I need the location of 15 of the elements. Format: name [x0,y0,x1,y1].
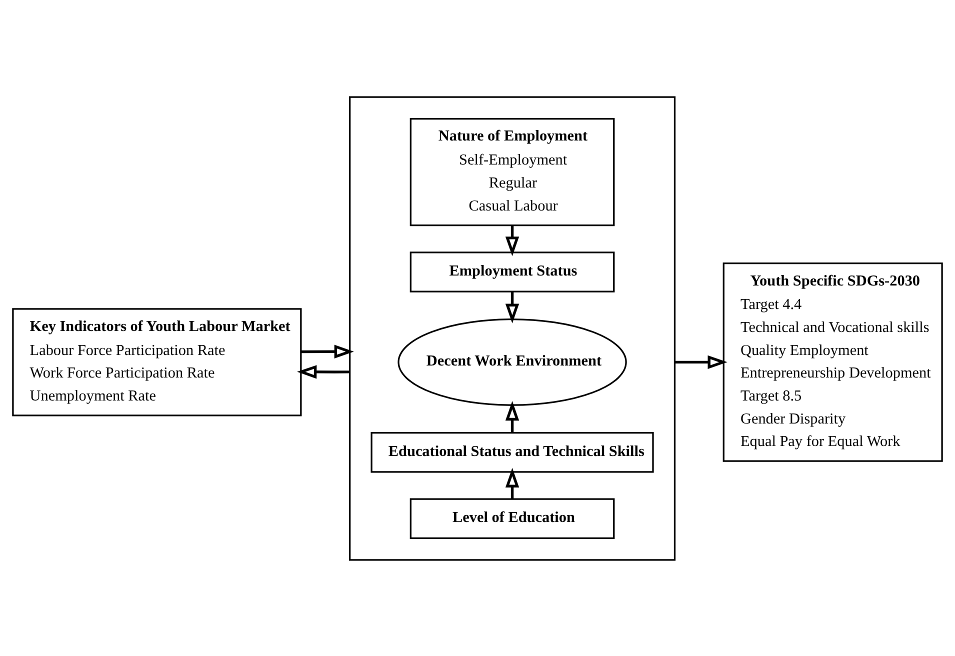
arrow [505,400,520,432]
arrow [505,225,520,256]
node-box: Employment Status [410,251,615,292]
node-box: Nature of Employment Self-Employment Regular Casual Labour [410,117,615,226]
arrow [674,354,728,369]
arrow [505,291,520,323]
node-box: Key Indicators of Youth Labour Market Labour Force Participation Rate Work Force Participation Rate Unemployment Rate [12,308,302,416]
node-box: Educational Status and Technical Skills [370,432,654,472]
node-box: Level of Education [410,498,615,539]
arrow [297,364,350,378]
node-ellipse: Decent Work Environment [398,318,627,406]
cluster [349,96,676,560]
arrow [505,467,520,498]
arrow [301,344,354,358]
node-box: Youth Specific SDGs-2030 Target 4.4 Technical and Vocational skills Quality Employment Entrepreneurship Development Target 8.5 Gender Disparity Equal Pay for Equal Work [722,262,943,462]
